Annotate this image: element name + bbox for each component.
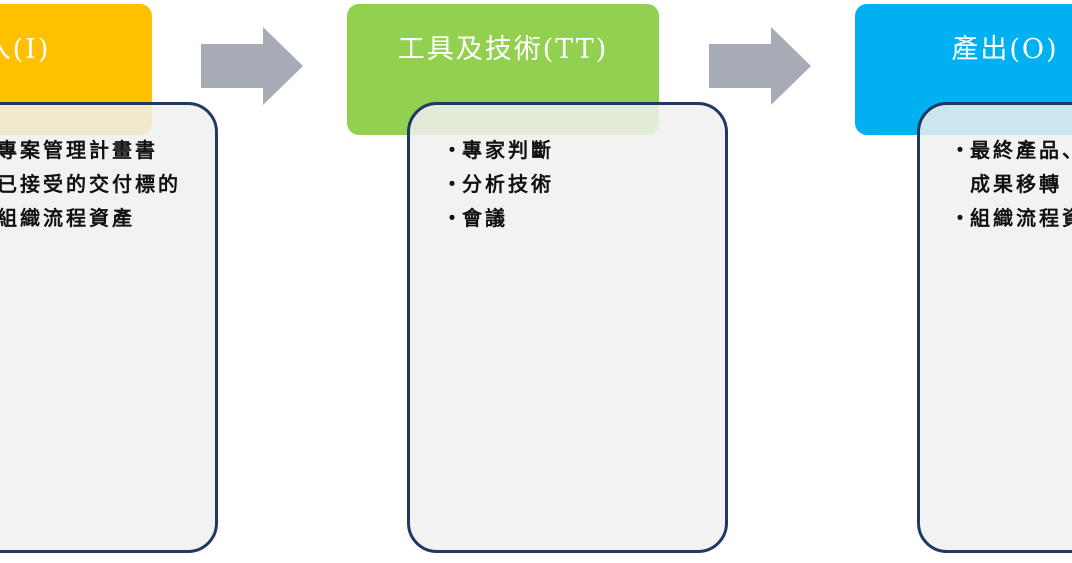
list-item: ・已接受的交付標的 bbox=[0, 172, 181, 196]
tools-list: ・專家判斷 ・分析技術 ・會議 bbox=[442, 133, 554, 235]
list-item: ・專家判斷 bbox=[442, 133, 554, 167]
list-item: ・會議 bbox=[442, 201, 554, 235]
bullet-icon: ・ bbox=[442, 206, 465, 230]
output-title: 產出(O) bbox=[951, 34, 1059, 65]
right-arrow-icon bbox=[201, 27, 303, 105]
list-item: ・組織流程資產 bbox=[0, 206, 135, 230]
list-item: ・組織流程資產更新 bbox=[950, 201, 1072, 235]
input-title: 入(I) bbox=[0, 34, 51, 65]
input-card: ・專案管理計畫書 ・已接受的交付標的 ・組織流程資產 bbox=[0, 102, 218, 553]
bullet-icon: ・ bbox=[950, 206, 973, 230]
right-arrow-icon bbox=[709, 27, 811, 105]
bullet-icon: ・ bbox=[950, 138, 973, 162]
bullet-icon: ・ bbox=[442, 172, 465, 196]
tools-card: ・專家判斷 ・分析技術 ・會議 bbox=[407, 102, 728, 553]
tools-title: 工具及技術(TT) bbox=[397, 34, 609, 65]
list-item: ・專案管理計畫書 bbox=[0, 138, 158, 162]
input-list: ・專案管理計畫書 ・已接受的交付標的 ・組織流程資產 bbox=[0, 133, 181, 235]
bullet-icon: ・ bbox=[442, 138, 465, 162]
output-list: ・最終產品、服務或成果移轉 ・組織流程資產更新 bbox=[950, 133, 1072, 235]
list-item: ・最終產品、服務或成果移轉 bbox=[950, 133, 1072, 201]
output-card: ・最終產品、服務或成果移轉 ・組織流程資產更新 bbox=[917, 102, 1072, 553]
list-item: ・分析技術 bbox=[442, 167, 554, 201]
